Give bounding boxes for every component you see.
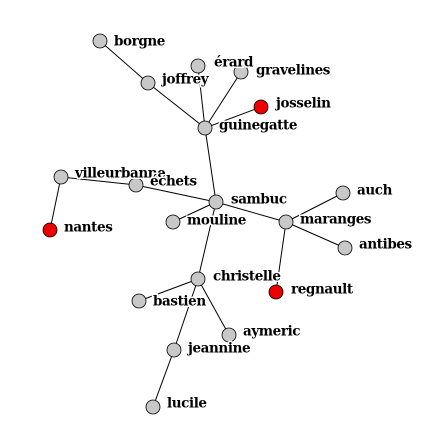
node-nantes[interactable] xyxy=(42,222,58,238)
node-label-maranges: maranges xyxy=(300,212,372,228)
edge-sambuc-maranges xyxy=(215,201,287,223)
edge-gravelines-guinegatte xyxy=(204,71,242,129)
node-label-christelle: christelle xyxy=(213,269,281,285)
node-label-echets: échets xyxy=(150,174,197,190)
node-villeurbanne[interactable] xyxy=(53,169,69,185)
edge-guinegatte-sambuc xyxy=(204,127,217,203)
node-label-borgne: borgne xyxy=(114,34,165,50)
edge-christelle-bastien xyxy=(138,278,199,302)
node-label-bastien: bastien xyxy=(153,294,206,310)
node-erard[interactable] xyxy=(190,58,206,74)
node-gravelines[interactable] xyxy=(233,64,249,80)
node-label-jeannine: jeannine xyxy=(187,341,250,357)
node-mouline[interactable] xyxy=(165,214,181,230)
edge-josselin-guinegatte xyxy=(204,106,262,129)
node-label-gravelines: gravelines xyxy=(256,63,331,79)
edge-joffrey-guinegatte xyxy=(147,82,206,129)
node-echets[interactable] xyxy=(128,177,144,193)
edge-borgne-joffrey xyxy=(99,40,149,84)
node-label-mouline: mouline xyxy=(187,213,246,229)
edge-jeannine-lucile xyxy=(152,349,175,408)
node-josselin[interactable] xyxy=(253,99,269,115)
node-maranges[interactable] xyxy=(278,214,294,230)
node-sambuc[interactable] xyxy=(208,194,224,210)
edge-villeurbanne-echets xyxy=(60,176,137,186)
edge-christelle-aymeric xyxy=(197,278,230,336)
node-christelle[interactable] xyxy=(190,271,206,287)
node-label-nantes: nantes xyxy=(64,220,113,236)
node-label-villeurbanne: villeurbanne xyxy=(74,166,165,182)
node-bastien[interactable] xyxy=(131,293,147,309)
node-label-josselin: josselin xyxy=(275,96,331,112)
node-label-erard: érard xyxy=(214,55,254,71)
node-jeannine[interactable] xyxy=(166,342,182,358)
node-joffrey[interactable] xyxy=(140,75,156,91)
edge-sambuc-christelle xyxy=(197,201,217,280)
nodes-layer xyxy=(42,33,353,415)
node-label-regnault: regnault xyxy=(291,282,354,298)
node-antibes[interactable] xyxy=(337,240,353,256)
node-label-joffrey: joffrey xyxy=(161,72,210,88)
edge-sambuc-mouline xyxy=(172,201,217,223)
node-label-aymeric: aymeric xyxy=(243,324,300,340)
node-auch[interactable] xyxy=(335,185,351,201)
edge-villeurbanne-nantes xyxy=(49,176,62,231)
node-lucile[interactable] xyxy=(145,399,161,415)
edge-christelle-jeannine xyxy=(173,278,199,351)
node-borgne[interactable] xyxy=(92,33,108,49)
node-label-sambuc: sambuc xyxy=(231,192,287,208)
edge-maranges-auch xyxy=(285,192,344,223)
node-label-auch: auch xyxy=(357,183,393,199)
node-label-lucile: lucile xyxy=(167,396,207,412)
node-label-guinegatte: guinegatte xyxy=(219,118,297,134)
edge-echets-sambuc xyxy=(135,184,217,203)
node-regnault[interactable] xyxy=(268,284,284,300)
edge-erard-guinegatte xyxy=(197,65,206,129)
edge-maranges-regnault xyxy=(275,221,287,293)
node-guinegatte[interactable] xyxy=(197,120,213,136)
edges-layer xyxy=(49,40,346,408)
edge-maranges-antibes xyxy=(285,221,346,249)
node-aymeric[interactable] xyxy=(221,327,237,343)
node-label-antibes: antibes xyxy=(359,237,413,253)
